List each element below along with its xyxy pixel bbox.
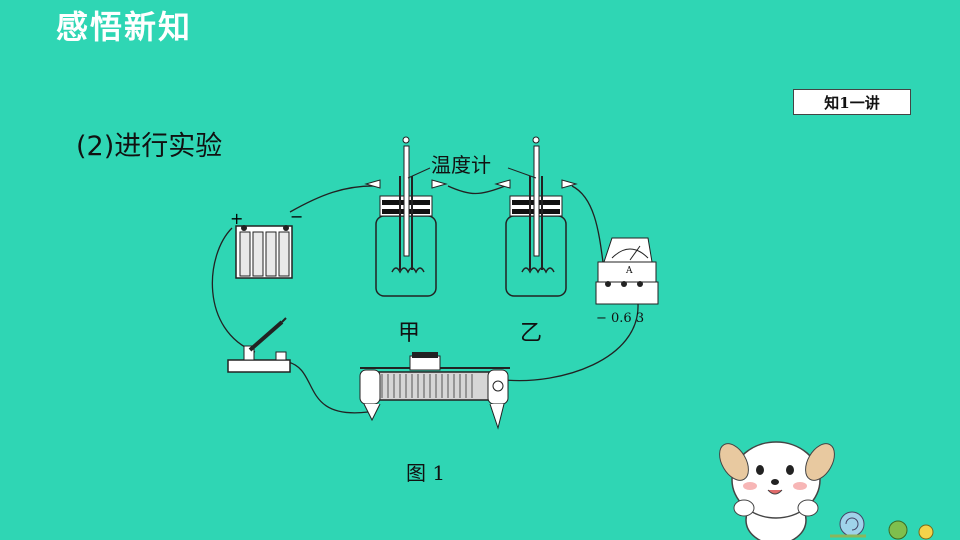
ammeter-letter: A bbox=[625, 266, 633, 276]
jar-left-label: 甲 bbox=[398, 321, 420, 346]
rheostat bbox=[359, 352, 510, 430]
ammeter: A − 0.6 3 bbox=[595, 237, 659, 326]
figure-caption: 图 1 bbox=[406, 461, 445, 485]
ammeter-terminals-label: − 0.6 3 bbox=[596, 311, 644, 326]
lesson-badge: 知1一讲 bbox=[793, 89, 911, 115]
knife-switch bbox=[227, 317, 291, 373]
step-heading: (2)进行实验 bbox=[76, 131, 223, 162]
jar-left bbox=[364, 136, 448, 297]
circuit-wires bbox=[211, 185, 639, 414]
thermometer-label: 温度计 bbox=[431, 153, 491, 177]
slide-title: 感悟新知 bbox=[56, 8, 193, 46]
jar-right-label: 乙 bbox=[520, 321, 542, 346]
battery-minus-label: − bbox=[290, 207, 303, 226]
battery: + − bbox=[230, 207, 303, 279]
jar-right bbox=[494, 136, 578, 297]
battery-plus-label: + bbox=[230, 209, 243, 228]
puppy-mascot bbox=[719, 441, 934, 540]
